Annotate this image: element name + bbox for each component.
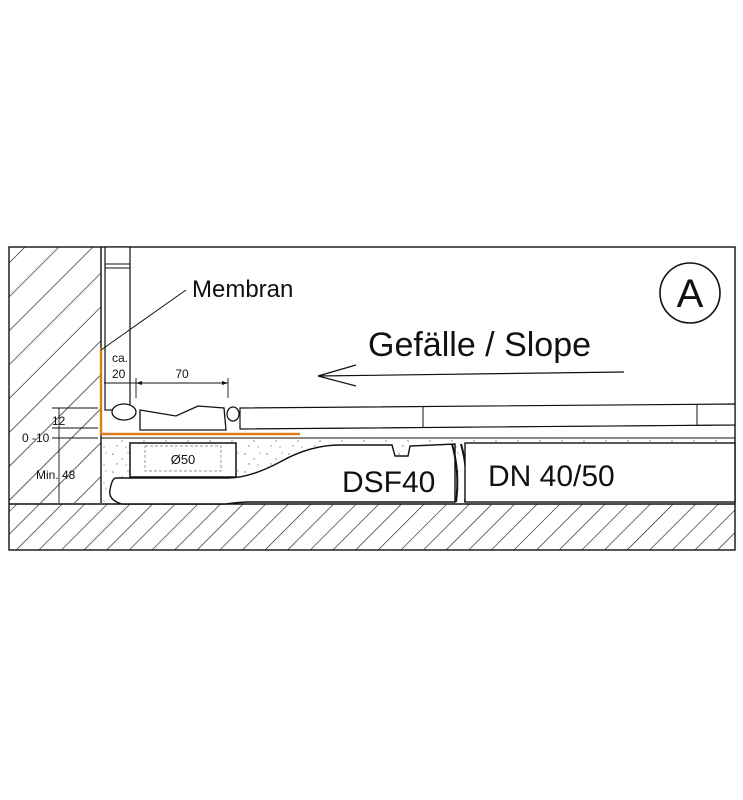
detail-badge: A (677, 272, 704, 316)
dim-height-adjust: 0 -10 (22, 431, 50, 445)
drain-pipe (109, 443, 456, 505)
floor-hatch (9, 504, 735, 550)
main-pipe (464, 442, 736, 503)
slope-label: Gefälle / Slope (368, 326, 591, 364)
membrane-line (99, 348, 300, 436)
outlet-dashed (144, 445, 222, 472)
dim-height-top: 12 (52, 414, 66, 428)
wall-hatch (9, 247, 101, 503)
slope-arrow (317, 364, 625, 387)
membrane-label: Membran (192, 276, 293, 303)
drain-channel (139, 405, 227, 431)
dim-gap-value: 20 (112, 367, 126, 381)
detail-badge-circle (659, 262, 721, 324)
wall-tile (104, 246, 131, 411)
seal-left (111, 403, 137, 421)
seal-right (226, 406, 240, 422)
dim-height-min: Min. 48 (36, 468, 76, 482)
dim-gap-prefix: ca. (112, 351, 128, 365)
pipe-label: DN 40/50 (488, 460, 615, 493)
dim-width: 70 (175, 367, 189, 381)
outlet-label: Ø50 (171, 452, 196, 467)
drain-label: DSF40 (342, 466, 435, 499)
membrane-leader (100, 289, 187, 351)
pipe-coupling (451, 443, 459, 503)
drain-body (129, 442, 237, 478)
